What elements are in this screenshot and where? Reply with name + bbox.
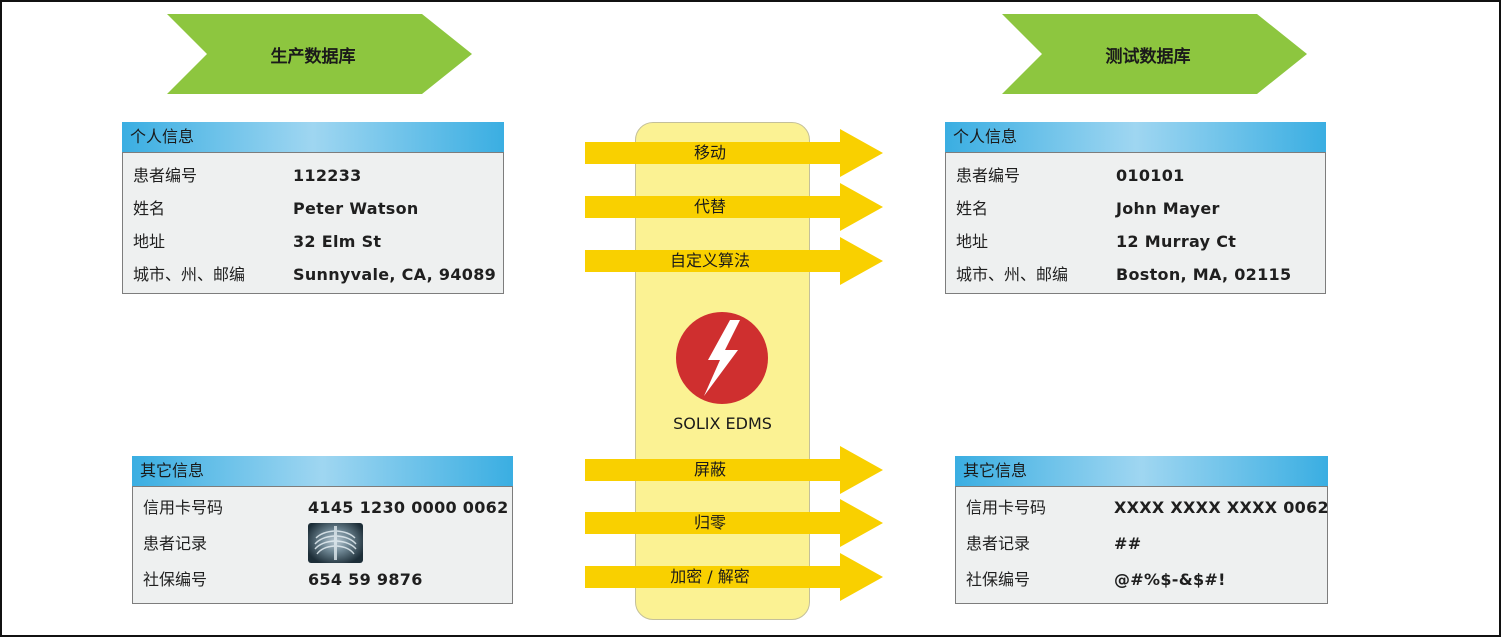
other-info-target-body: 信用卡号码 XXXX XXXX XXXX 0062 患者记录 ## 社保编号 @… (955, 486, 1329, 604)
personal-info-source-body: 患者编号 112233 姓名 Peter Watson 地址 32 Elm St… (122, 152, 504, 294)
operation-label: 归零 (693, 513, 726, 532)
row-value: 010101 (1116, 166, 1185, 185)
table-row: 姓名 Peter Watson (123, 192, 503, 225)
table-row: 姓名 John Mayer (946, 192, 1325, 225)
table-row: 社保编号 654 59 9876 (133, 563, 512, 596)
lightning-bolt-icon (674, 310, 770, 406)
target-db-label: 测试数据库 (1105, 46, 1191, 67)
row-label: 信用卡号码 (143, 498, 224, 517)
row-value: John Mayer (1116, 199, 1220, 218)
table-row: 患者编号 010101 (946, 159, 1325, 192)
other-info-source-body: 信用卡号码 4145 1230 0000 0062 患者记录 社保编号 654 … (132, 486, 513, 604)
table-row: 城市、州、邮编 Boston, MA, 02115 (946, 258, 1325, 291)
row-label: 患者记录 (966, 534, 1031, 553)
row-label: 患者编号 (956, 166, 1021, 185)
operation-label: 自定义算法 (669, 251, 750, 270)
row-label: 姓名 (133, 199, 166, 218)
row-label: 姓名 (956, 199, 989, 218)
row-label: 地址 (133, 232, 166, 251)
operation-arrow-mask: 屏蔽 (585, 445, 885, 495)
row-value: 4145 1230 0000 0062 (308, 498, 509, 517)
arrow-shape (585, 499, 883, 547)
row-label: 城市、州、邮编 (133, 265, 246, 284)
chest-xray-image (308, 523, 363, 563)
table-row: 患者编号 112233 (123, 159, 503, 192)
row-label: 患者编号 (133, 166, 198, 185)
xray-ribs (314, 526, 357, 560)
solix-logo-mark (676, 312, 768, 404)
personal-info-target-title: 个人信息 (945, 122, 1326, 152)
arrow-shape (585, 129, 883, 177)
table-row: 城市、州、邮编 Sunnyvale, CA, 94089 (123, 258, 503, 291)
source-db-label: 生产数据库 (270, 46, 356, 67)
row-value: XXXX XXXX XXXX 0062 (1114, 498, 1329, 517)
arrow-shape (585, 446, 883, 494)
row-label: 社保编号 (143, 570, 208, 589)
target-db-banner: 测试数据库 (1002, 14, 1312, 94)
row-label: 城市、州、邮编 (956, 265, 1069, 284)
row-value: @#%$-&$#! (1114, 570, 1226, 589)
banner-arrow-shape (167, 14, 472, 94)
row-value: Sunnyvale, CA, 94089 (293, 265, 497, 284)
operation-arrow-encrypt: 加密 / 解密 (585, 552, 885, 602)
operation-label: 加密 / 解密 (670, 567, 750, 586)
row-label: 地址 (956, 232, 989, 251)
other-info-target-title: 其它信息 (955, 456, 1328, 486)
row-value: Peter Watson (293, 199, 419, 218)
personal-info-target-body: 患者编号 010101 姓名 John Mayer 地址 12 Murray C… (945, 152, 1326, 294)
row-value: 32 Elm St (293, 232, 382, 251)
table-row: 患者记录 ## (956, 527, 1327, 560)
arrow-shape (585, 183, 883, 231)
source-db-banner: 生产数据库 (167, 14, 477, 94)
row-value: 654 59 9876 (308, 570, 423, 589)
operation-arrow-custom-algorithm: 自定义算法 (585, 236, 885, 286)
other-info-source-title: 其它信息 (132, 456, 513, 486)
product-name: SOLIX EDMS (673, 414, 772, 433)
table-row: 患者记录 (133, 523, 512, 563)
table-row: 社保编号 @#%$-&$#! (956, 563, 1327, 596)
table-row: 地址 12 Murray Ct (946, 225, 1325, 258)
table-row: 信用卡号码 4145 1230 0000 0062 (133, 491, 512, 524)
table-row: 信用卡号码 XXXX XXXX XXXX 0062 (956, 491, 1329, 524)
operation-label: 屏蔽 (693, 460, 726, 479)
operation-arrow-replace: 代替 (585, 182, 885, 232)
row-label: 社保编号 (966, 570, 1031, 589)
row-label: 信用卡号码 (966, 498, 1047, 517)
table-row: 地址 32 Elm St (123, 225, 503, 258)
arrow-shape (585, 553, 883, 601)
operation-label: 移动 (693, 143, 726, 162)
personal-info-source-title: 个人信息 (122, 122, 504, 152)
row-value: 12 Murray Ct (1116, 232, 1237, 251)
operation-arrow-zero: 归零 (585, 498, 885, 548)
banner-arrow-shape (1002, 14, 1307, 94)
arrow-shape (585, 237, 883, 285)
row-value: Boston, MA, 02115 (1116, 265, 1292, 284)
row-value: 112233 (293, 166, 362, 185)
row-label: 患者记录 (143, 534, 208, 553)
operation-label: 代替 (693, 197, 726, 216)
row-value: ## (1114, 534, 1142, 553)
operation-arrow-move: 移动 (585, 128, 885, 178)
